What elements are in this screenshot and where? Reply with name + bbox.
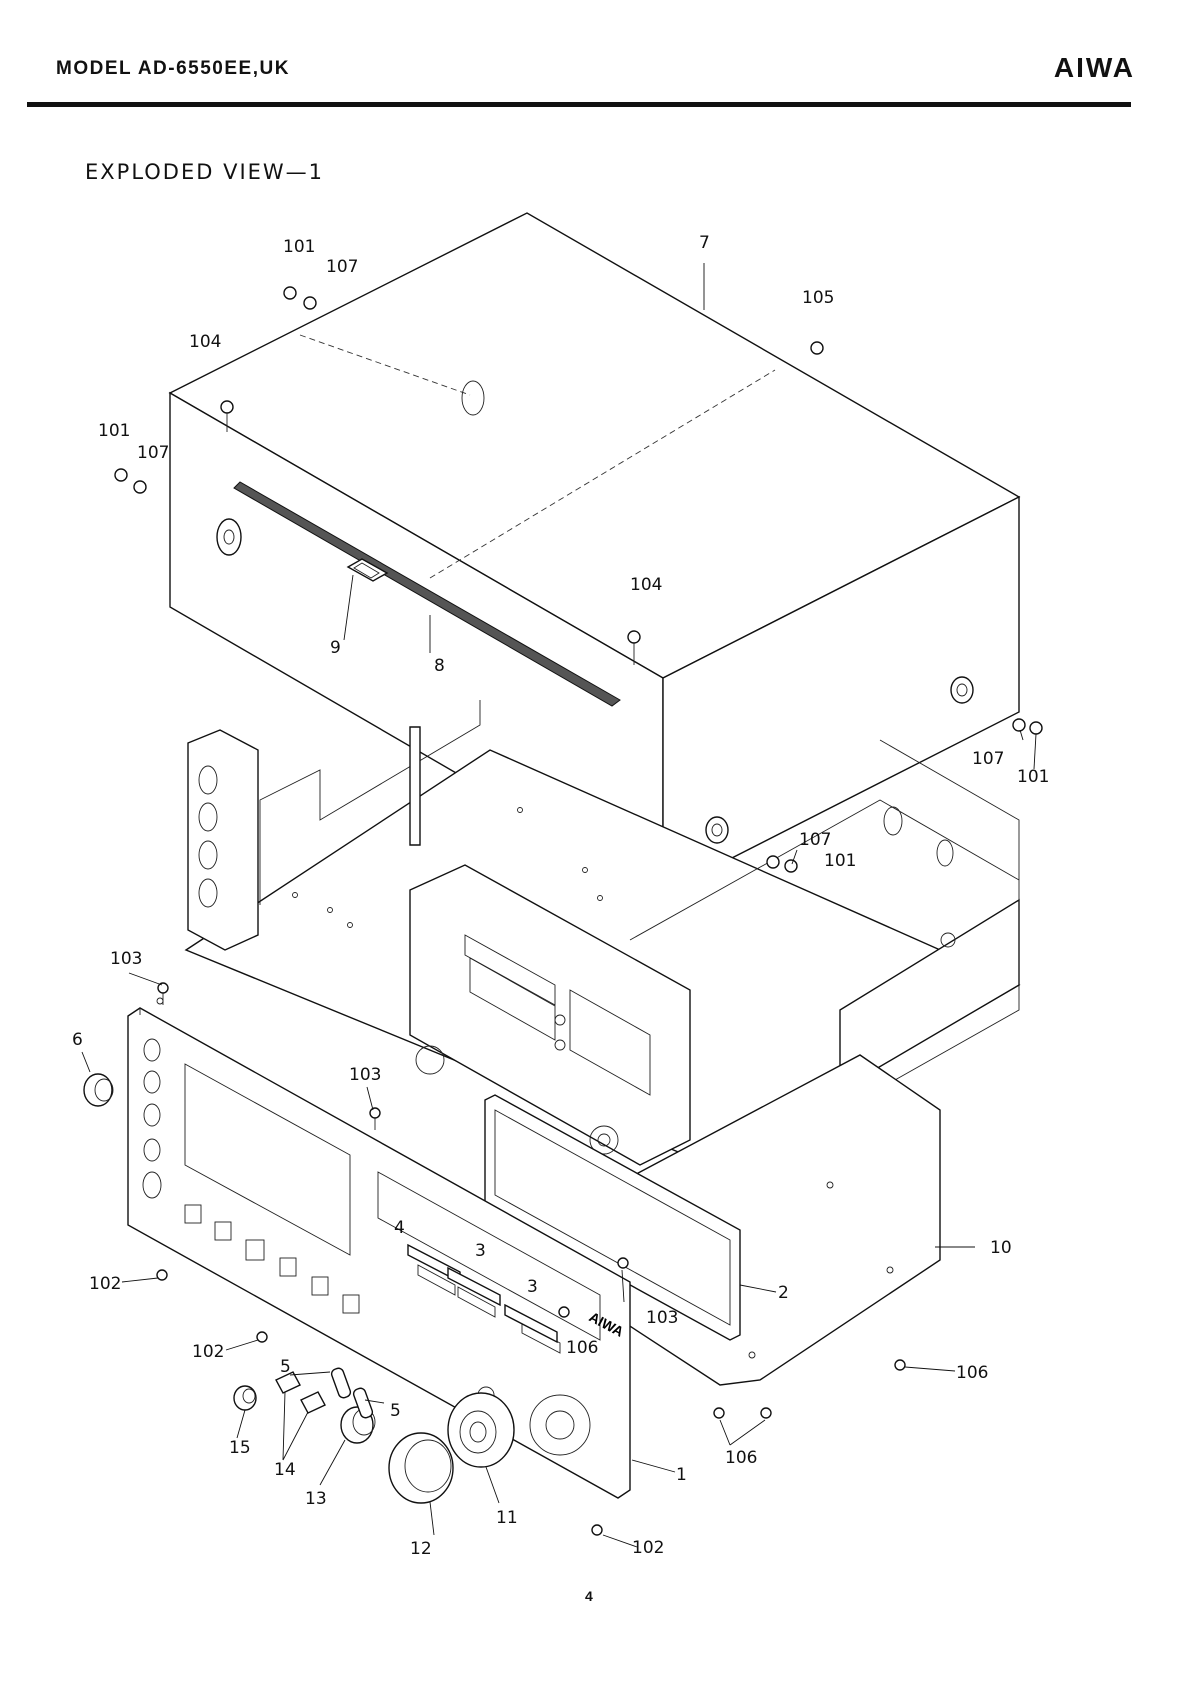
callout-101: 101 [283, 237, 315, 257]
callout-3: 3 [475, 1241, 486, 1261]
knob-11 [448, 1393, 514, 1467]
callout-103: 103 [646, 1308, 678, 1328]
callout-106: 106 [566, 1338, 598, 1358]
callout-101: 101 [1017, 767, 1049, 787]
callout-1: 1 [676, 1465, 687, 1485]
callout-107: 107 [799, 830, 831, 850]
callout-5: 5 [390, 1401, 401, 1421]
callout-102: 102 [632, 1538, 664, 1558]
callout-2: 2 [778, 1283, 789, 1303]
callout-12: 12 [410, 1539, 432, 1559]
callout-15: 15 [229, 1438, 251, 1458]
callout-106: 106 [956, 1363, 988, 1383]
top-cover [170, 213, 1019, 893]
callout-7: 7 [699, 233, 710, 253]
callout-14: 14 [274, 1460, 296, 1480]
callout-9: 9 [330, 638, 341, 658]
callout-8: 8 [434, 656, 445, 676]
callout-5: 5 [280, 1357, 291, 1377]
callout-6: 6 [72, 1030, 83, 1050]
callout-107: 107 [972, 749, 1004, 769]
callout-104: 104 [189, 332, 221, 352]
page-number: 4 [585, 1588, 593, 1604]
callout-107: 107 [137, 443, 169, 463]
callout-10: 10 [990, 1238, 1012, 1258]
callout-103: 103 [349, 1065, 381, 1085]
callout-3: 3 [527, 1277, 538, 1297]
callout-101: 101 [98, 421, 130, 441]
callout-101: 101 [824, 851, 856, 871]
callout-13: 13 [305, 1489, 327, 1509]
callout-107: 107 [326, 257, 358, 277]
callout-11: 11 [496, 1508, 518, 1528]
callout-106: 106 [725, 1448, 757, 1468]
callout-104: 104 [630, 575, 662, 595]
callout-105: 105 [802, 288, 834, 308]
knob-12 [389, 1433, 453, 1503]
callout-102: 102 [192, 1342, 224, 1362]
knob-15 [234, 1386, 256, 1410]
knob-14 [276, 1372, 325, 1413]
callout-4: 4 [394, 1218, 405, 1238]
callout-102: 102 [89, 1274, 121, 1294]
knob-6 [84, 1074, 113, 1106]
callout-103: 103 [110, 949, 142, 969]
